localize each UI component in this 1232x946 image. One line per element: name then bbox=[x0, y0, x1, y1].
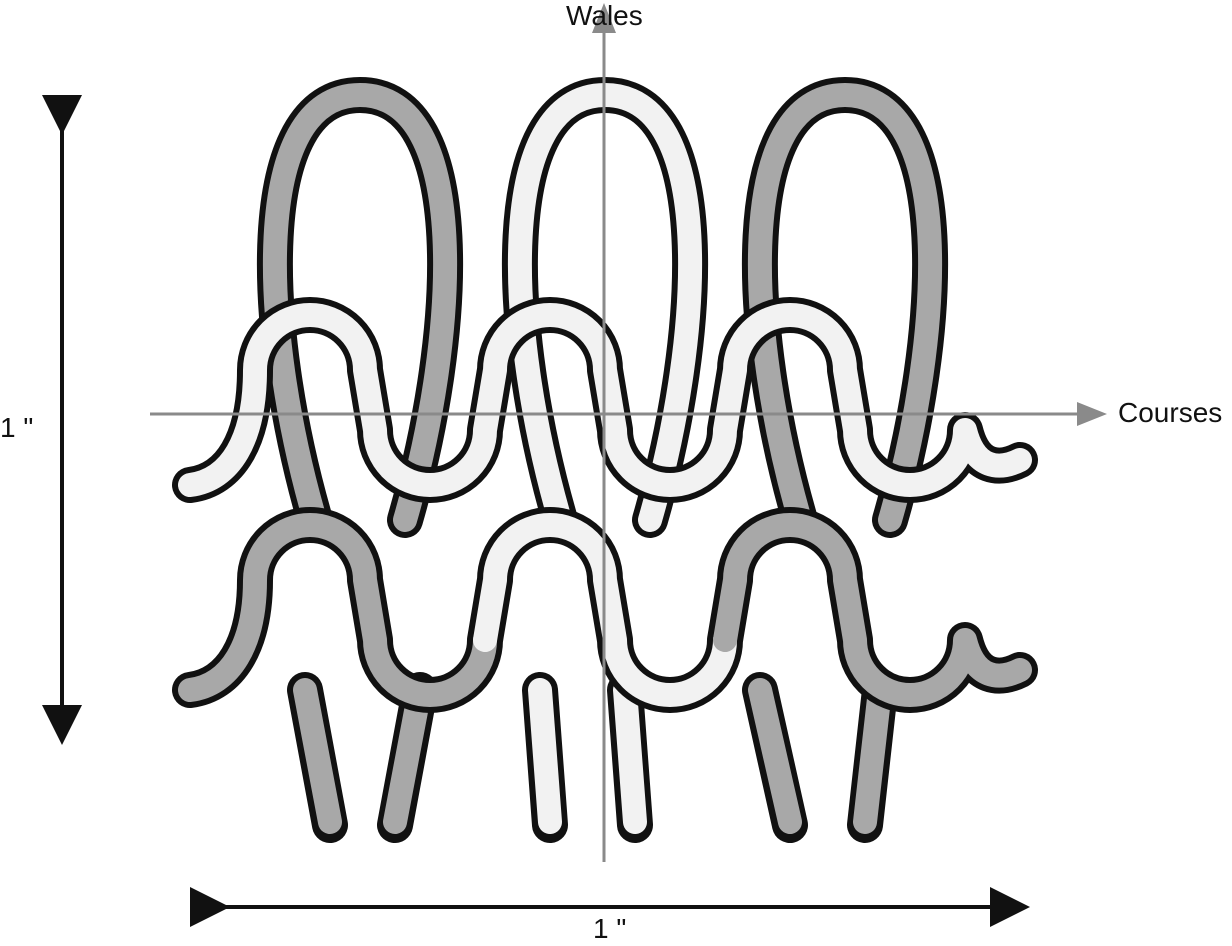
wales-label: Wales bbox=[566, 0, 643, 31]
height-dimension-label: 1 " bbox=[0, 412, 34, 443]
bottom-legs bbox=[287, 672, 898, 843]
courses-label: Courses bbox=[1118, 397, 1223, 428]
width-dimension-label: 1 " bbox=[593, 913, 627, 944]
